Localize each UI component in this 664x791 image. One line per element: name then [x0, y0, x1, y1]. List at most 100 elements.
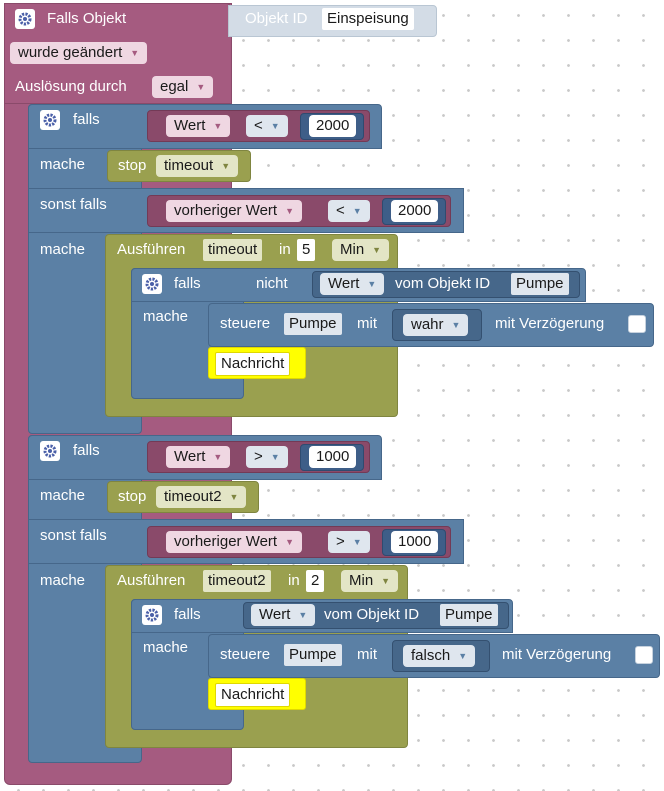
stop-timer-dropdown[interactable]: timeout ▼	[156, 155, 239, 177]
if2-mache1-label: mache	[40, 487, 86, 504]
stop2-timer-label: timeout2	[164, 488, 222, 505]
inner1-object-field[interactable]: Pumpe	[511, 273, 569, 295]
control2-delay-label: mit Verzögerung	[502, 646, 612, 663]
triangle-down-icon: ▼	[372, 245, 382, 255]
object-id-value[interactable]: Einspeisung	[322, 8, 414, 30]
gear-icon[interactable]	[40, 441, 60, 461]
triangle-down-icon: ▼	[196, 82, 206, 92]
if2-falls-label: falls	[73, 442, 100, 459]
stop2-label: stop	[118, 488, 147, 505]
if1-op1-label: <	[254, 117, 263, 134]
changed-dropdown[interactable]: wurde geändert ▼	[10, 42, 148, 64]
if2-op2-label: >	[336, 533, 345, 550]
triangle-down-icon: ▼	[352, 537, 362, 547]
trigger-dropdown-label: egal	[160, 78, 189, 95]
exec1-timer-field[interactable]: timeout	[203, 239, 263, 261]
if1-op1-dropdown[interactable]: <▼	[246, 115, 288, 137]
trigger-label: Auslösung durch	[15, 78, 127, 95]
control1-with-label: mit	[357, 315, 377, 332]
if1-num1-field[interactable]: 2000	[309, 115, 357, 137]
if1-num2-field[interactable]: 2000	[391, 200, 439, 222]
control1-delay-label: mit Verzögerung	[495, 315, 605, 332]
control2-delay-checkbox[interactable]	[635, 646, 653, 664]
inner1-falls-label: falls	[174, 275, 201, 292]
message1-field[interactable]: Nachricht	[215, 352, 291, 376]
exec1-label: Ausführen	[117, 241, 186, 258]
if2-var1-dropdown[interactable]: Wert ▼	[166, 446, 231, 468]
if2-var2-dropdown[interactable]: vorheriger Wert▼	[166, 531, 303, 553]
inner2-of-object-label: vom Objekt ID	[324, 606, 420, 623]
control1-value-dropdown[interactable]: wahr ▼	[403, 314, 469, 336]
triangle-down-icon: ▼	[298, 610, 308, 620]
inner1-var-label: Wert	[328, 275, 360, 292]
gear-icon[interactable]	[15, 9, 35, 29]
stop-timer-label: timeout	[164, 157, 214, 174]
triangle-down-icon: ▼	[352, 206, 362, 216]
if2-op1-label: >	[254, 448, 263, 465]
inner2-object-field[interactable]: Pumpe	[440, 604, 498, 626]
triangle-down-icon: ▼	[285, 206, 295, 216]
control1-label: steuere	[220, 315, 271, 332]
triangle-down-icon: ▼	[285, 537, 295, 547]
inner2-var-dropdown[interactable]: Wert ▼	[251, 604, 316, 626]
triangle-down-icon: ▼	[381, 576, 391, 586]
stop-label: stop	[118, 157, 147, 174]
triangle-down-icon: ▼	[270, 452, 280, 462]
control2-value-dropdown[interactable]: falsch ▼	[403, 645, 476, 667]
exec1-in-label: in	[279, 241, 291, 258]
exec2-timer-field[interactable]: timeout2	[203, 570, 271, 592]
control1-value-label: wahr	[411, 316, 444, 333]
if1-op2-label: <	[336, 202, 345, 219]
gear-icon[interactable]	[40, 110, 60, 130]
gear-icon[interactable]	[142, 605, 162, 625]
exec1-num-field[interactable]: 5	[297, 239, 316, 261]
if2-op2-dropdown[interactable]: >▼	[328, 531, 370, 553]
if2-elseif-label: sonst falls	[40, 527, 107, 544]
triangle-down-icon: ▼	[213, 452, 223, 462]
triangle-down-icon: ▼	[221, 161, 231, 171]
control2-label: steuere	[220, 646, 271, 663]
if2-num2-field[interactable]: 1000	[391, 531, 439, 553]
exec2-num-field[interactable]: 2	[306, 570, 325, 592]
control2-value-label: falsch	[411, 647, 451, 664]
exec2-in-label: in	[288, 572, 300, 589]
triangle-down-icon: ▼	[229, 492, 239, 502]
if1-var2-label: vorheriger Wert	[174, 202, 278, 219]
control1-object-field[interactable]: Pumpe	[284, 313, 342, 335]
if2-var1-label: Wert	[174, 448, 206, 465]
if1-op2-dropdown[interactable]: <▼	[328, 200, 370, 222]
event-title: Falls Objekt	[47, 10, 127, 27]
if1-mache2-label: mache	[40, 241, 86, 258]
if2-mache2-label: mache	[40, 572, 86, 589]
object-id-label: Objekt ID	[245, 10, 308, 27]
control2-object-field[interactable]: Pumpe	[284, 644, 342, 666]
exec1-unit-label: Min	[340, 241, 365, 258]
inner2-falls-label: falls	[174, 606, 201, 623]
inner1-var-dropdown[interactable]: Wert ▼	[320, 273, 385, 295]
control1-delay-checkbox[interactable]	[628, 315, 646, 333]
if1-falls-label: falls	[73, 111, 100, 128]
changed-dropdown-label: wurde geändert	[18, 44, 123, 61]
inner2-mache-label: mache	[143, 639, 189, 656]
exec2-unit-dropdown[interactable]: Min▼	[341, 570, 399, 592]
inner1-mache-label: mache	[143, 308, 189, 325]
triangle-down-icon: ▼	[367, 279, 377, 289]
inner1-of-object-label: vom Objekt ID	[395, 275, 491, 292]
exec1-unit-dropdown[interactable]: Min ▼	[332, 239, 390, 261]
message2-field[interactable]: Nachricht	[215, 683, 291, 707]
triangle-down-icon: ▼	[270, 121, 280, 131]
gear-icon[interactable]	[142, 274, 162, 294]
if1-var2-dropdown[interactable]: vorheriger Wert ▼	[166, 200, 303, 222]
triangle-down-icon: ▼	[130, 48, 140, 58]
triangle-down-icon: ▼	[213, 121, 223, 131]
triangle-down-icon: ▼	[451, 320, 461, 330]
if2-num1-field[interactable]: 1000	[309, 446, 357, 468]
if2-op1-dropdown[interactable]: >▼	[246, 446, 288, 468]
if1-var1-label: Wert	[174, 117, 206, 134]
triangle-down-icon: ▼	[458, 651, 468, 661]
if1-var1-dropdown[interactable]: Wert ▼	[166, 115, 231, 137]
control2-with-label: mit	[357, 646, 377, 663]
stop2-timer-dropdown[interactable]: timeout2 ▼	[156, 486, 247, 508]
trigger-dropdown[interactable]: egal ▼	[152, 76, 214, 98]
inner2-var-label: Wert	[259, 606, 291, 623]
